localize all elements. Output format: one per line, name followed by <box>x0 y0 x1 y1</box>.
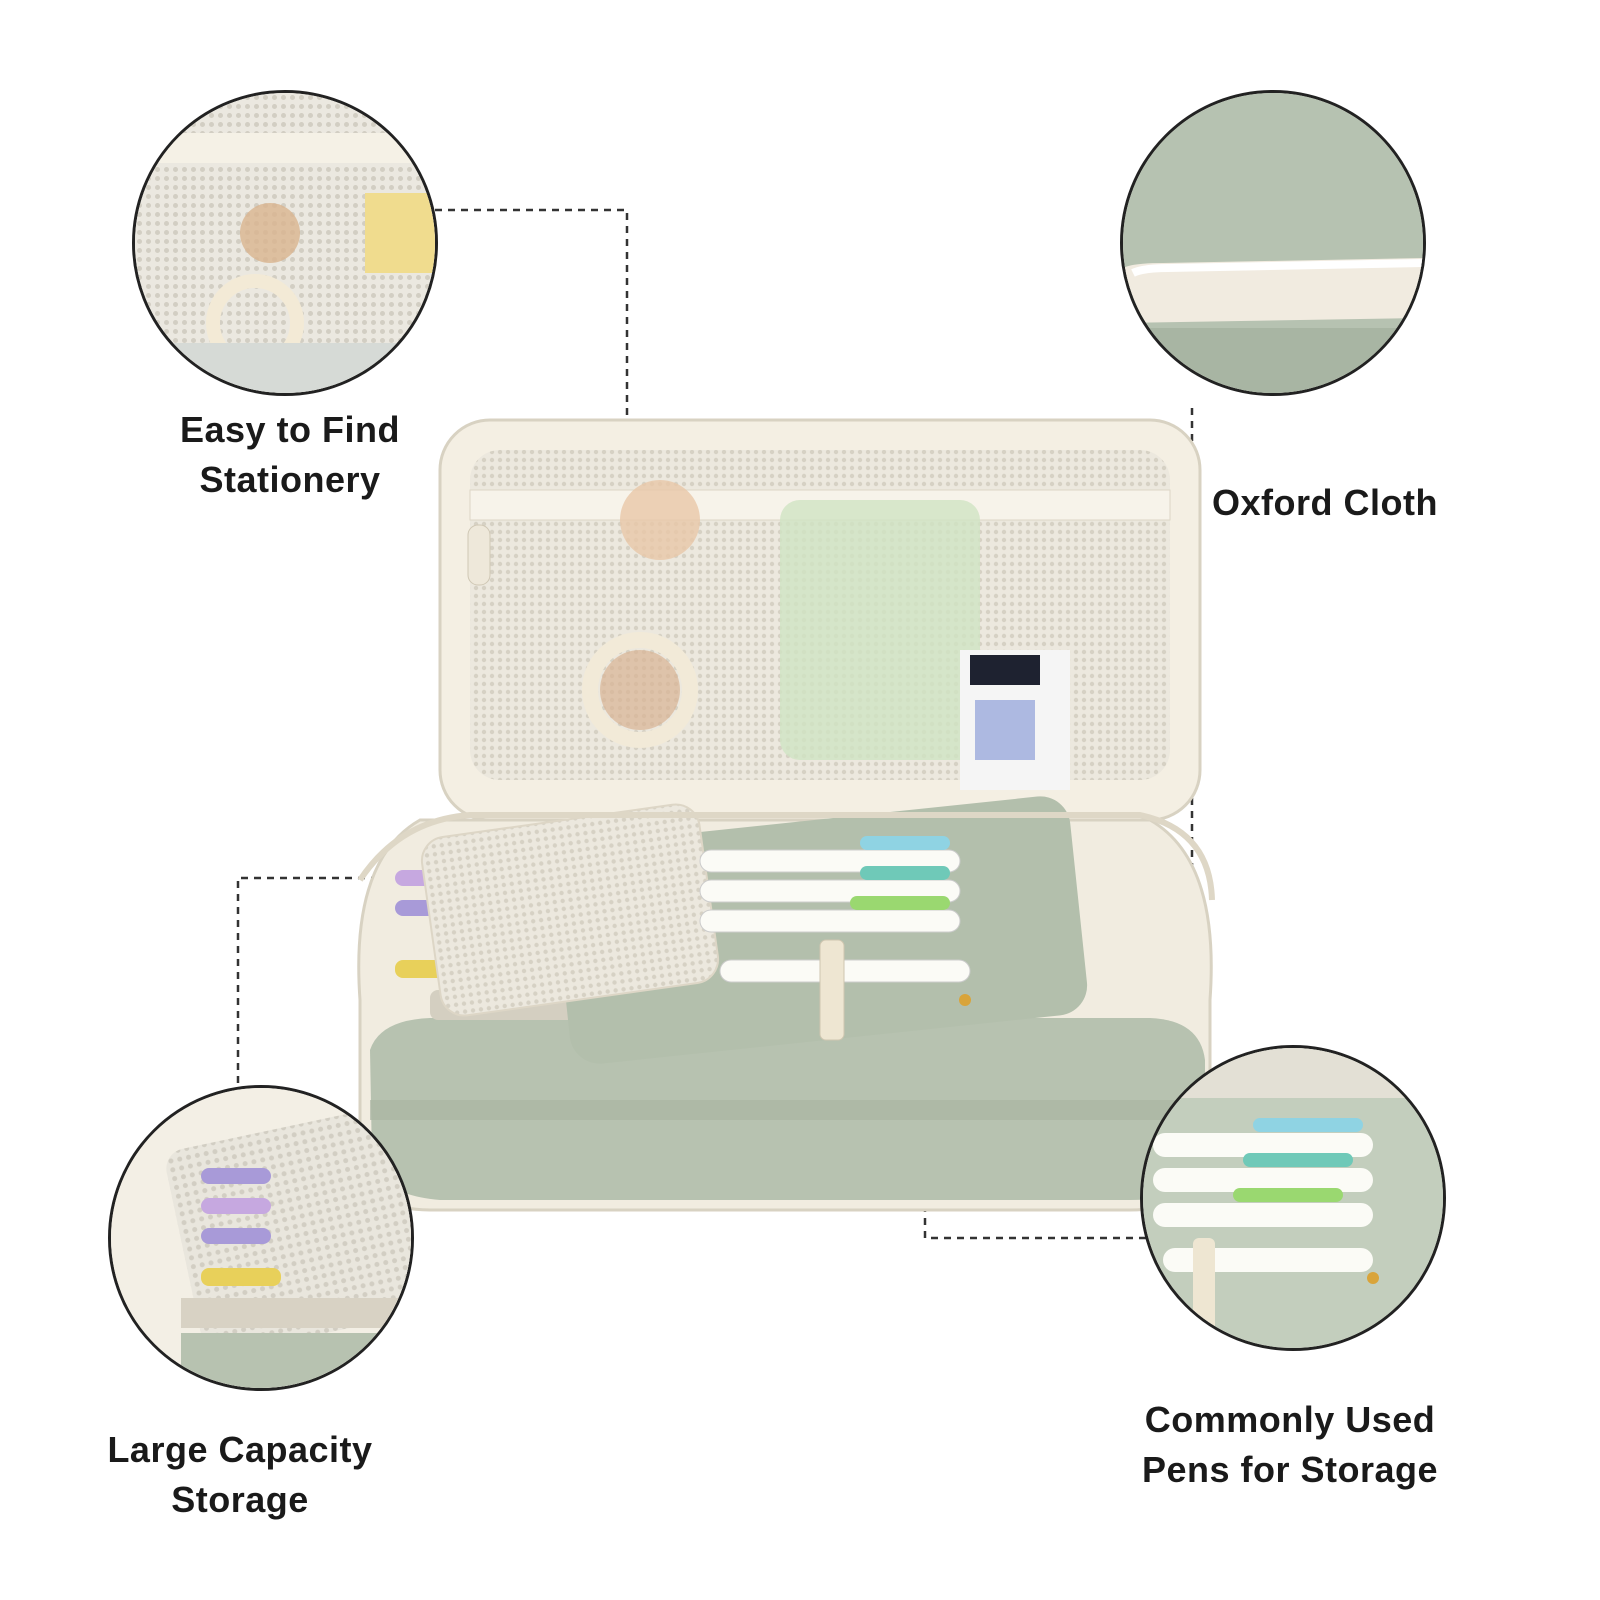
large-capacity-label: Large Capacity Storage <box>90 1425 390 1525</box>
oxford-cloth-detail-image <box>1120 90 1426 396</box>
common-pens-line1: Commonly Used <box>1144 1399 1436 1440</box>
pens-detail-image <box>1140 1045 1446 1351</box>
easy-find-line2: Stationery <box>199 459 381 500</box>
common-pens-line2: Pens for Storage <box>1141 1449 1439 1490</box>
connector-easy-find <box>435 208 629 435</box>
common-pens-label: Commonly Used Pens for Storage <box>1120 1395 1460 1495</box>
oxford-cloth-line1: Oxford Cloth <box>1212 482 1438 523</box>
easy-find-label: Easy to Find Stationery <box>130 405 450 505</box>
mesh-pocket-detail-image <box>132 90 438 396</box>
large-capacity-line1: Large Capacity <box>107 1429 373 1470</box>
oxford-cloth-label: Oxford Cloth <box>1180 478 1470 528</box>
large-capacity-line2: Storage <box>171 1479 309 1520</box>
large-capacity-detail-image <box>108 1085 414 1391</box>
pencil-case-image <box>357 418 1215 1212</box>
easy-find-line1: Easy to Find <box>179 409 401 450</box>
